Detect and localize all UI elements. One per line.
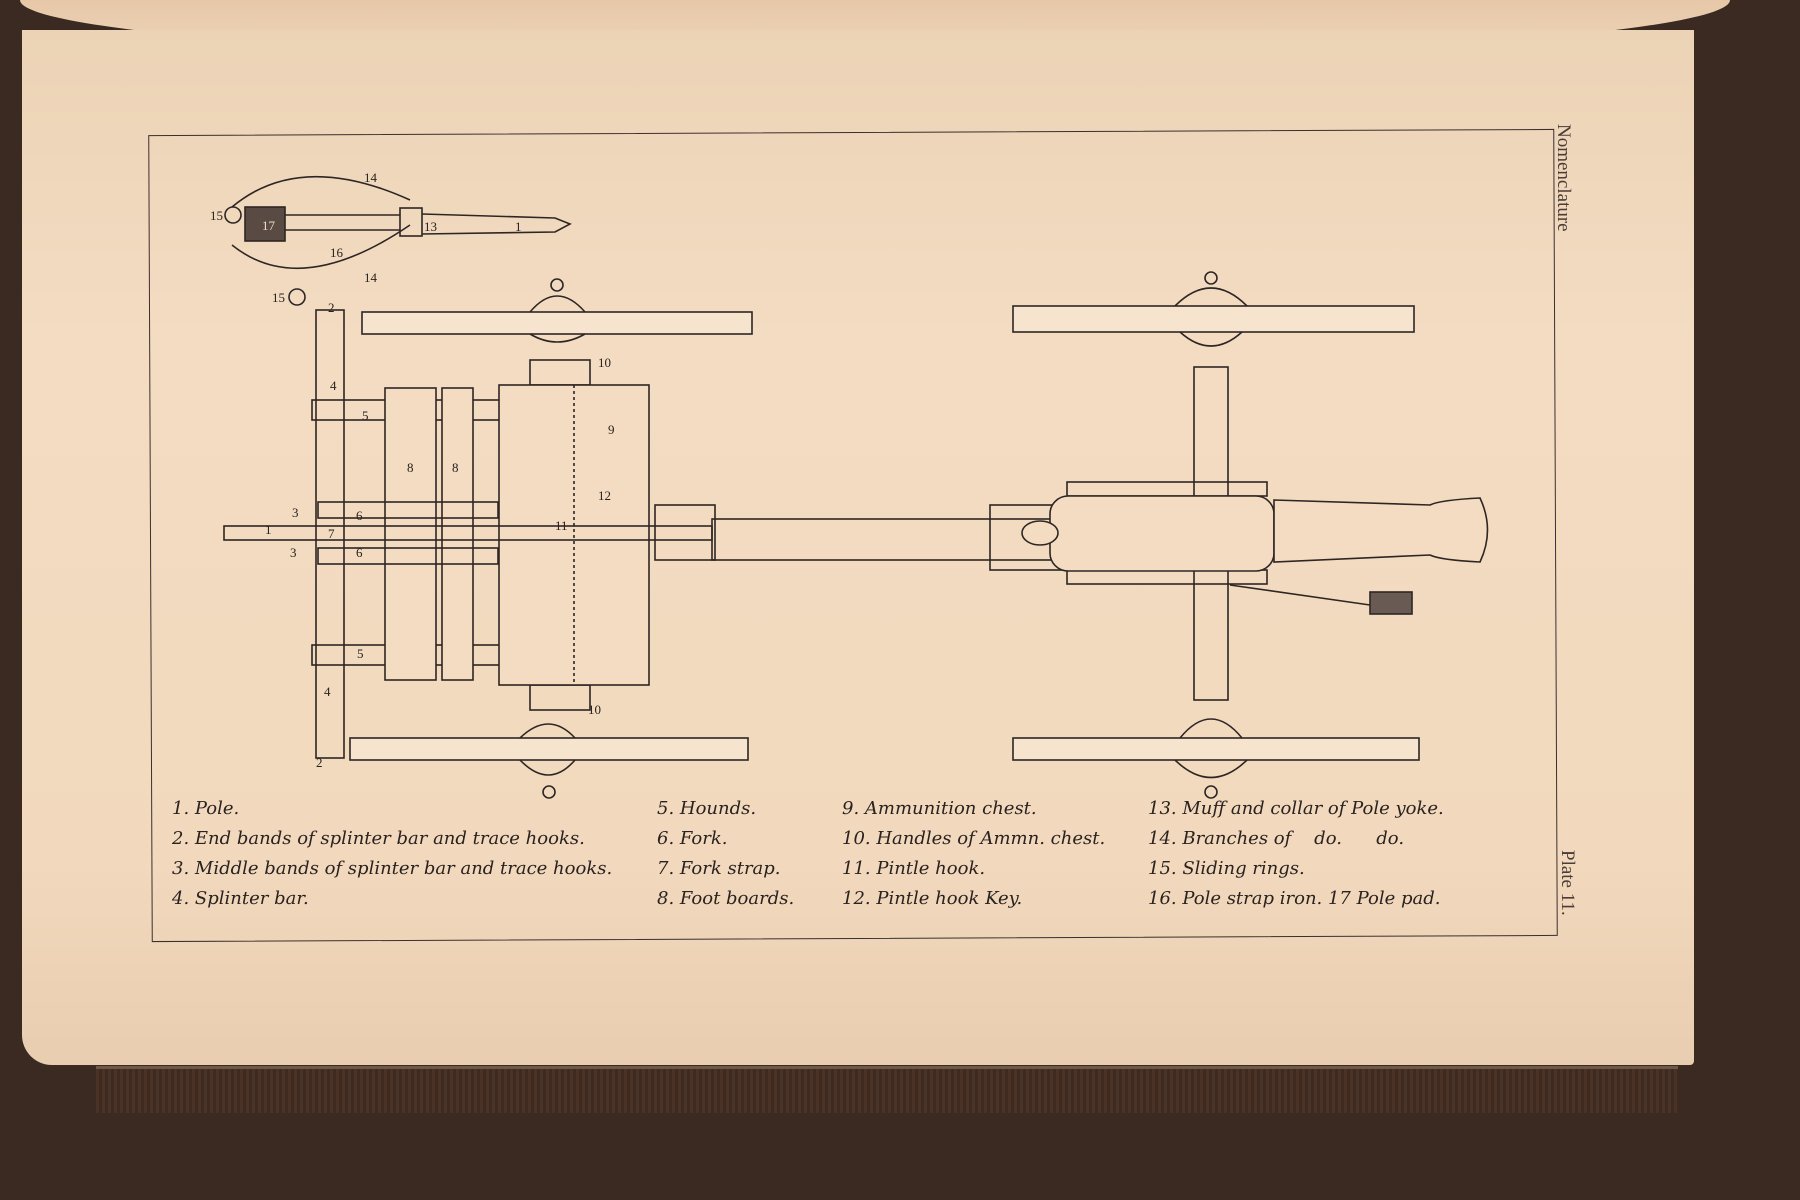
legend-item: 9. Ammunition chest. xyxy=(842,798,1037,819)
diagram-label: 8 xyxy=(407,460,414,475)
legend-item: 14. Branches of do. do. xyxy=(1148,828,1405,849)
diagram-label: 6 xyxy=(356,508,363,523)
diagram-label: 10 xyxy=(588,702,601,717)
limber-body xyxy=(223,309,716,759)
plate-number: Plate 11. xyxy=(1557,850,1578,916)
diagram-label: 2 xyxy=(316,755,323,770)
diagram-label: 16 xyxy=(330,245,343,260)
diagram-label: 5 xyxy=(362,408,369,423)
diagram-label: 8 xyxy=(452,460,459,475)
diagram-label: 15 xyxy=(210,208,223,223)
legend-item: 10. Handles of Ammn. chest. xyxy=(842,828,1106,849)
diagram-label: 14 xyxy=(364,270,377,285)
legend-item: 2. End bands of splinter bar and trace h… xyxy=(172,828,585,849)
rear-wheels xyxy=(1012,271,1420,799)
diagram-label: 1 xyxy=(265,522,272,537)
book-cover xyxy=(96,1066,1678,1113)
legend-item: 3. Middle bands of splinter bar and trac… xyxy=(172,858,613,879)
diagram-label: 5 xyxy=(357,646,364,661)
diagram-label: 17 xyxy=(262,218,275,233)
legend-item: 4. Splinter bar. xyxy=(172,888,309,909)
diagram-label: 10 xyxy=(598,355,611,370)
legend-item: 6. Fork. xyxy=(657,828,728,849)
legend-item: 7. Fork strap. xyxy=(657,858,781,879)
legend-item: 15. Sliding rings. xyxy=(1148,858,1305,879)
plate-side-title: Nomenclature xyxy=(1553,124,1574,232)
diagram-label: 4 xyxy=(330,378,337,393)
legend-item: 5. Hounds. xyxy=(657,798,757,819)
diagram-label: 7 xyxy=(328,526,335,541)
front-wheels xyxy=(349,278,753,799)
diagram-label: 9 xyxy=(608,422,615,437)
diagram-label: 6 xyxy=(356,545,363,560)
diagram-label: 12 xyxy=(598,488,611,503)
diagram-label: 2 xyxy=(328,300,335,315)
diagram-label: 4 xyxy=(324,684,331,699)
diagram-label: 15 xyxy=(272,290,285,305)
diagram-label: 11 xyxy=(555,518,568,533)
legend-item: 1. Pole. xyxy=(172,798,240,819)
diagram-label: 3 xyxy=(290,545,297,560)
legend-item: 11. Pintle hook. xyxy=(842,858,986,879)
legend-item: 16. Pole strap iron. 17 Pole pad. xyxy=(1148,888,1441,909)
legend-item: 13. Muff and collar of Pole yoke. xyxy=(1148,798,1444,819)
diagram-label: 1 xyxy=(515,219,522,234)
legend-item: 8. Foot boards. xyxy=(657,888,795,909)
diagram-label: 14 xyxy=(364,170,377,185)
diagram-label: 3 xyxy=(292,505,299,520)
diagram-label: 13 xyxy=(424,219,437,234)
pole-yoke-inset xyxy=(224,175,572,306)
gun-and-trail xyxy=(711,481,1489,615)
legend-item: 12. Pintle hook Key. xyxy=(842,888,1023,909)
